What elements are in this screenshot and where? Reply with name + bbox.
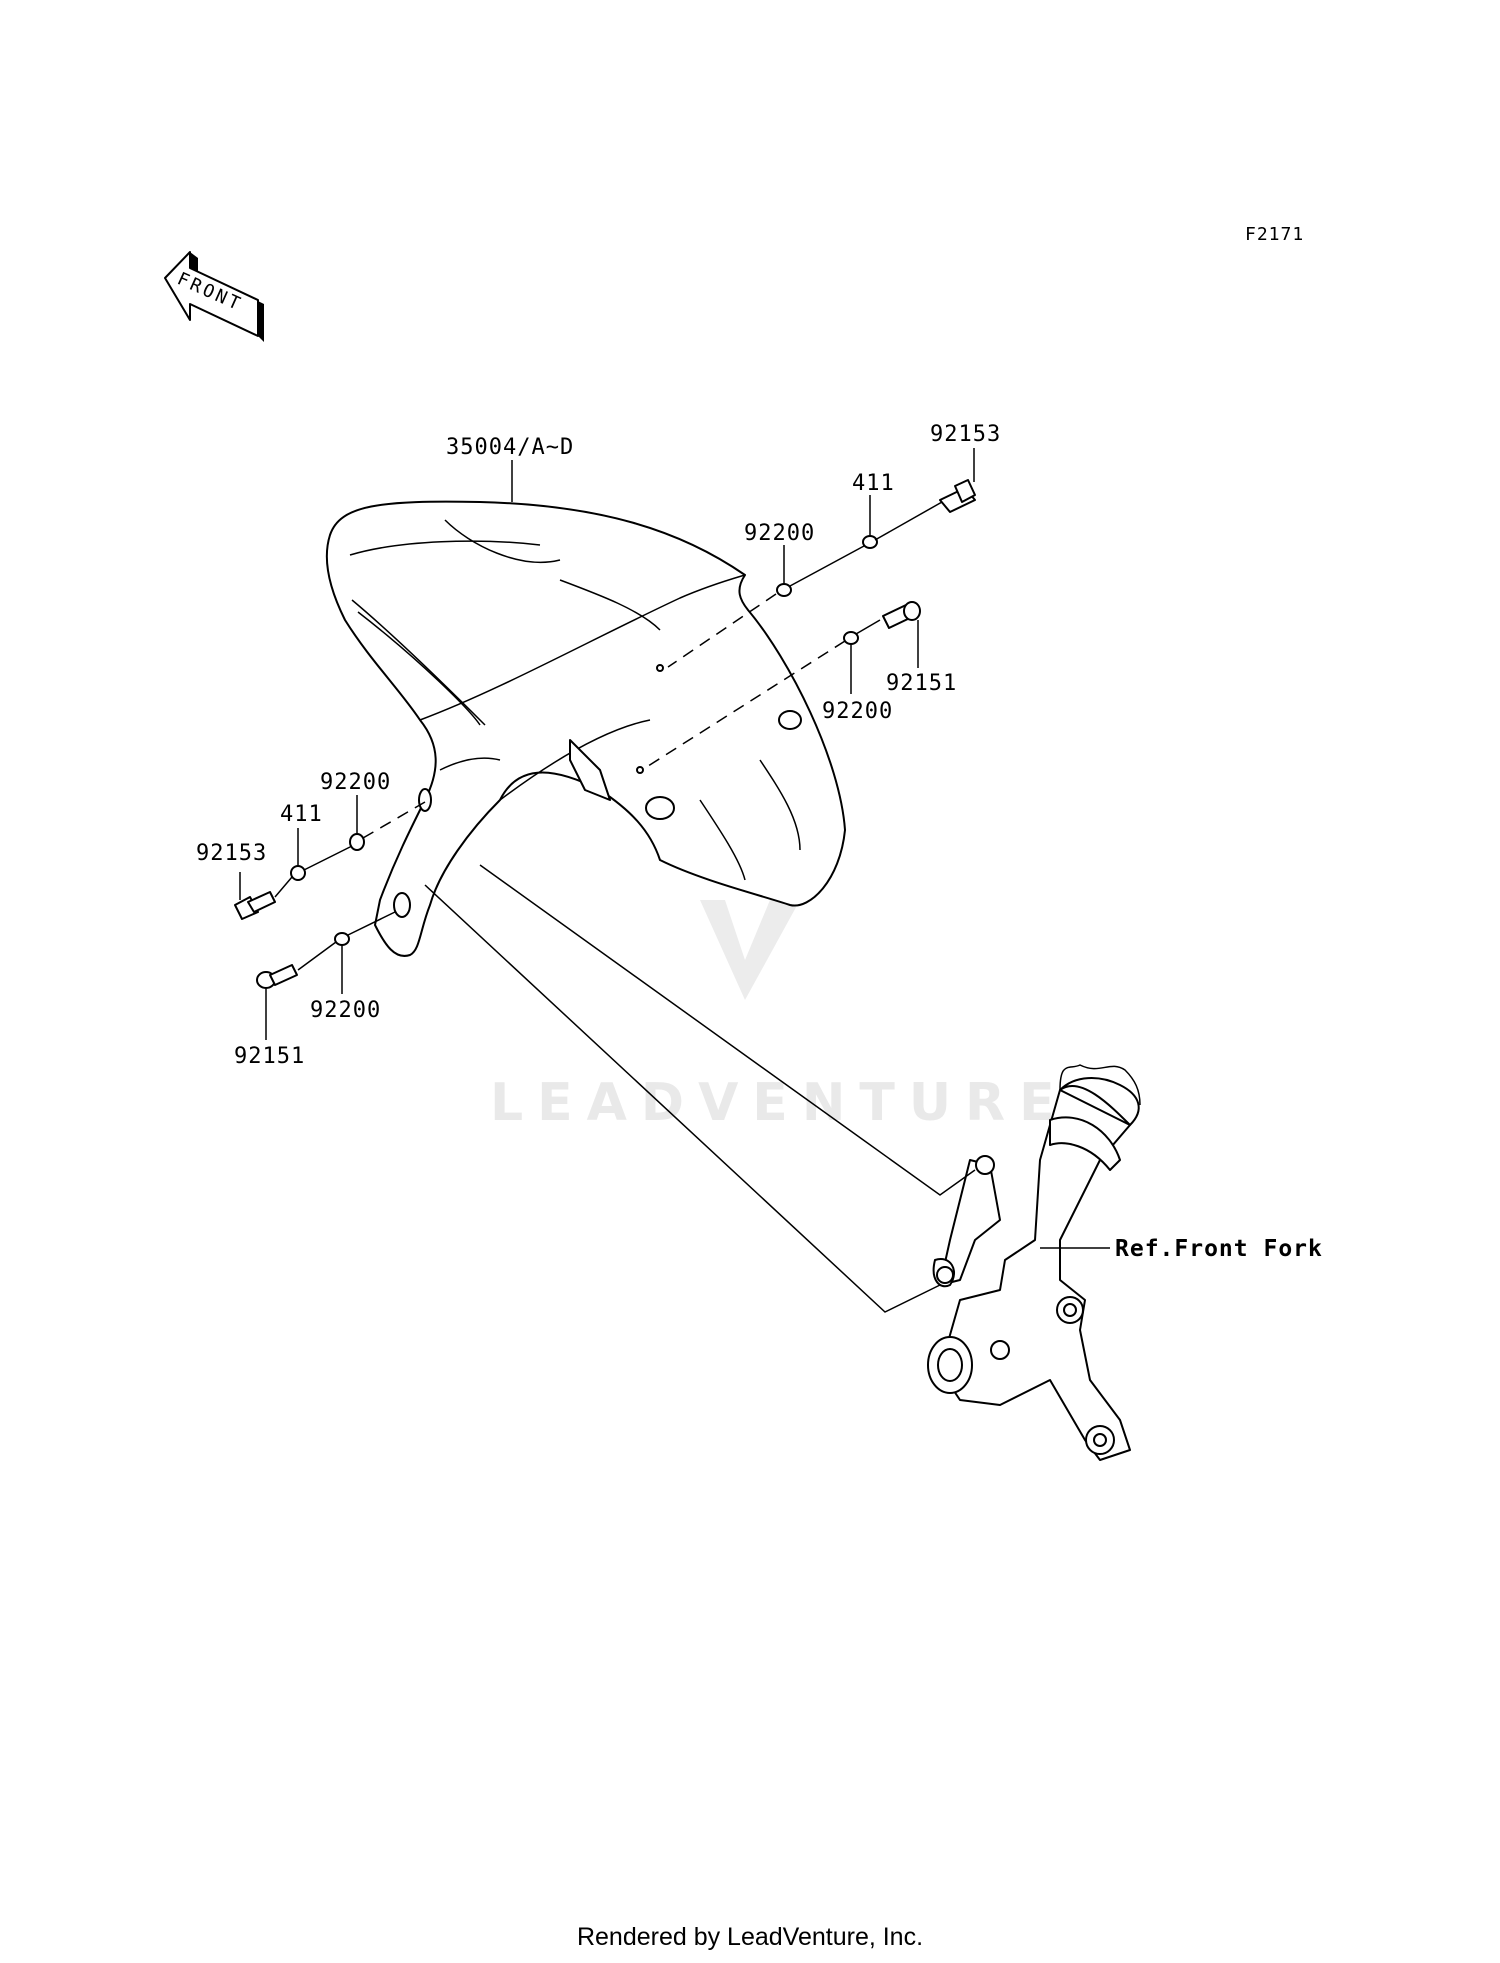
label-bolt-92153-left: 92153: [196, 841, 267, 866]
leader-lines: [239, 448, 1110, 1313]
label-washer-92200-right-bottom: 92200: [822, 699, 893, 724]
watermark-text: LEADVENTURE: [490, 1073, 1069, 1133]
screw-92151-left: [256, 964, 298, 989]
hidden-lines: [362, 593, 846, 839]
label-screw-92151-left: 92151: [234, 1044, 305, 1069]
washer-92200-left-top: [349, 833, 365, 851]
front-fender: [325, 500, 846, 957]
label-washer-92200-right-top: 92200: [744, 521, 815, 546]
label-washer-92200-left-top: 92200: [320, 770, 391, 795]
label-fender: 35004/A~D: [446, 435, 574, 460]
label-bolt-92153-right: 92153: [930, 422, 1001, 447]
label-washer-411-left: 411: [280, 802, 323, 827]
label-washer-92200-left-bottom: 92200: [310, 998, 381, 1023]
washer-411-right: [862, 535, 878, 549]
screw-92151-right: [882, 601, 921, 629]
washer-411-left: [290, 865, 306, 881]
label-washer-411-right: 411: [852, 471, 895, 496]
label-ref-front-fork: Ref.Front Fork: [1115, 1236, 1323, 1262]
bolt-92153-right: [939, 479, 976, 513]
front-arrow-icon: FRONT: [164, 251, 264, 342]
figure-code: F2171: [1245, 224, 1304, 245]
bolt-92153-left: [234, 891, 276, 920]
washer-92200-left-bottom: [334, 932, 350, 946]
front-fork: [927, 1064, 1141, 1461]
label-screw-92151-right: 92151: [886, 671, 957, 696]
washer-92200-right-top: [776, 583, 792, 597]
footer-credit: Rendered by LeadVenture, Inc.: [577, 1923, 923, 1951]
